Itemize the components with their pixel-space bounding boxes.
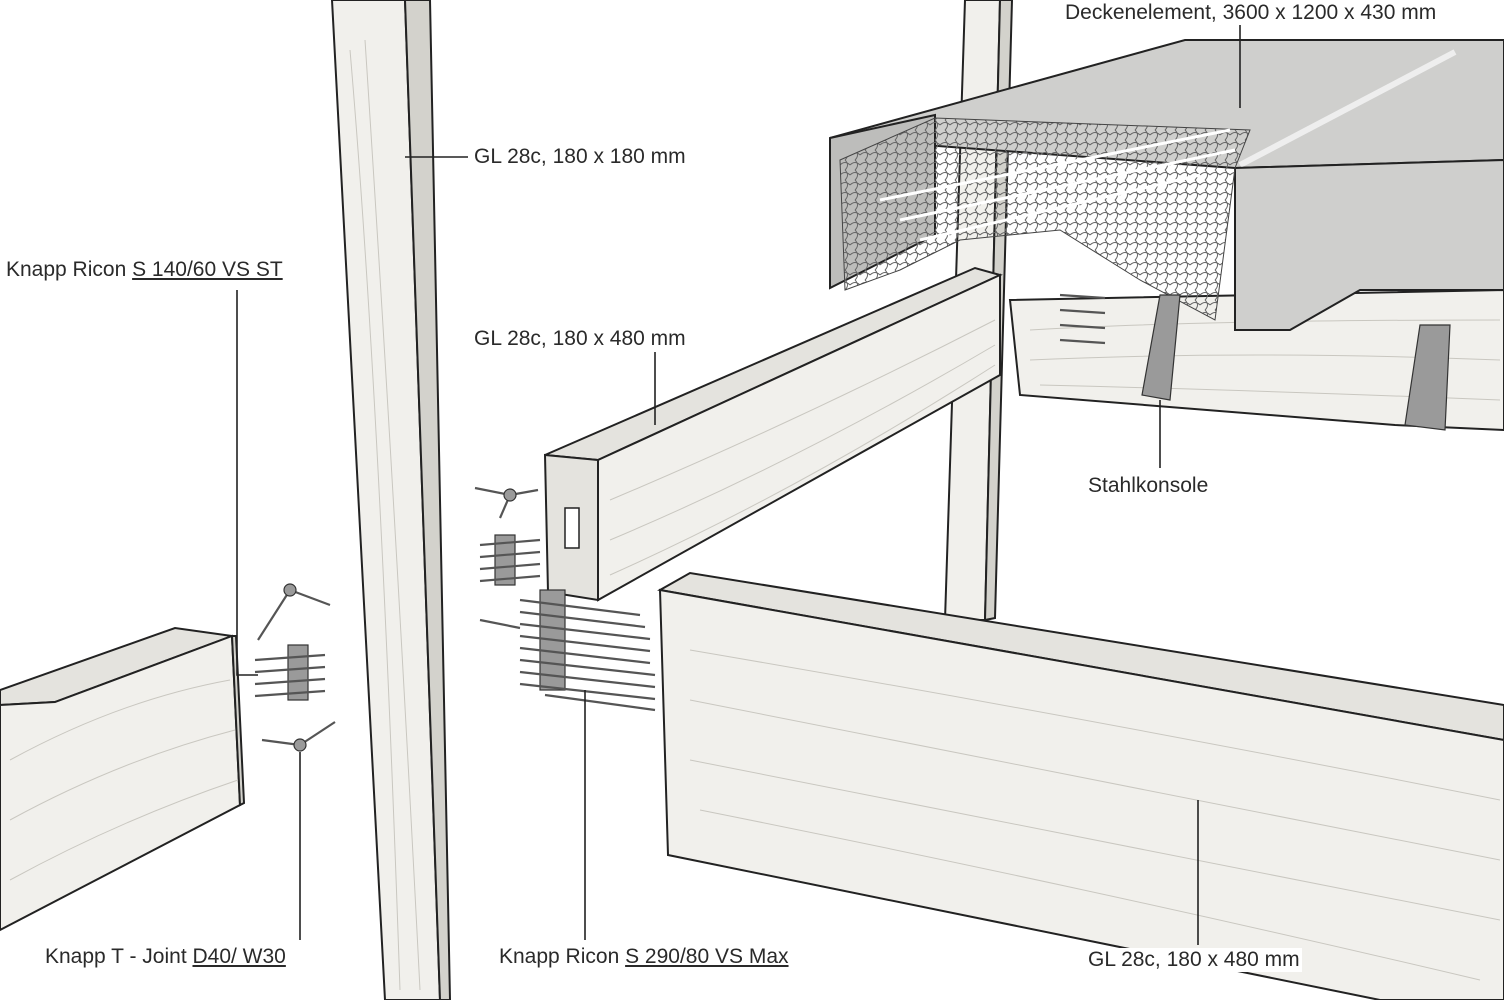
t-joint-code: D40/ W30	[192, 945, 286, 968]
ricon-small-label: Knapp Ricon S 140/60 VS ST	[4, 258, 285, 282]
ricon-max-connector	[479, 589, 656, 712]
upper-beam-label: GL 28c, 180 x 480 mm	[472, 327, 688, 351]
ricon-max-prefix: Knapp Ricon	[499, 945, 626, 968]
steel-bracket-label: Stahlkonsole	[1086, 474, 1211, 498]
ricon-max-label: Knapp Ricon S 290/80 VS Max	[497, 945, 791, 969]
left-beam	[0, 626, 246, 932]
t-joint-prefix: Knapp T - Joint	[45, 945, 193, 968]
ceiling-element	[829, 39, 1504, 331]
t-joint-connector	[257, 486, 539, 752]
ricon-max-code: S 290/80 VS Max	[625, 945, 789, 968]
ricon-small-prefix: Knapp Ricon	[6, 258, 133, 281]
steel-bracket	[1059, 293, 1451, 431]
leader-lines	[236, 25, 1241, 945]
t-joint-label: Knapp T - Joint D40/ W30	[43, 945, 288, 969]
ricon-small-connector	[254, 534, 541, 701]
upper-beam	[543, 266, 1003, 602]
lower-beam-label: GL 28c, 180 x 480 mm	[1086, 948, 1302, 972]
ceiling-element-label: Deckenelement, 3600 x 1200 x 430 mm	[1063, 1, 1439, 25]
rear-beam	[1008, 288, 1504, 432]
ricon-small-code: S 140/60 VS ST	[132, 258, 283, 281]
column-label: GL 28c, 180 x 180 mm	[472, 145, 688, 169]
main-column	[330, 0, 452, 1000]
lower-beam	[657, 571, 1504, 1000]
